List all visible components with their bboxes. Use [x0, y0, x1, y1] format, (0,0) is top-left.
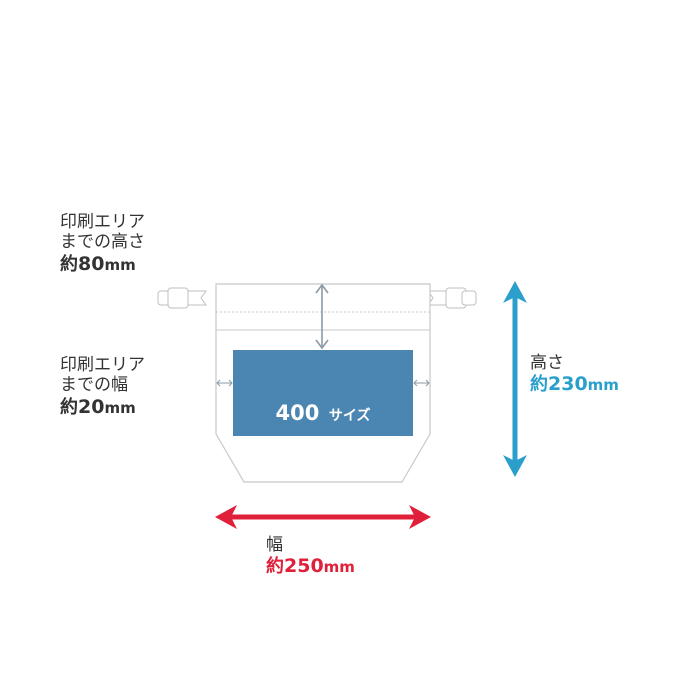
print-width-label-line2: までの幅: [60, 375, 128, 396]
print-height-label-line1: 印刷エリア: [60, 212, 145, 232]
height-label-title: 高さ: [530, 353, 564, 373]
drawstring-right: [427, 287, 477, 309]
width-value: 約250mm: [266, 555, 355, 578]
print-area: [233, 350, 413, 436]
width-label: 幅 約250mm: [266, 535, 355, 578]
print-width-label: 印刷エリア までの幅 約20mm: [60, 355, 145, 419]
print-width-margin-arrow-right: [413, 379, 430, 387]
print-width-label-line1: 印刷エリア: [60, 355, 145, 375]
width-label-title: 幅: [266, 535, 283, 555]
print-width-value: 約20mm: [60, 395, 136, 418]
height-label: 高さ 約230mm: [530, 353, 619, 396]
print-area-size-number: 400: [275, 401, 319, 425]
print-height-value: 約80mm: [60, 252, 136, 275]
print-area-size-suffix: サイズ: [329, 407, 371, 424]
print-area-size-label: 400 サイズ: [275, 401, 370, 425]
print-height-label: 印刷エリア までの高さ 約80mm: [60, 212, 145, 276]
width-arrow: [215, 505, 431, 529]
height-value: 約230mm: [530, 373, 619, 396]
height-arrow: [503, 281, 527, 477]
drawstring-left: [157, 287, 207, 309]
print-width-margin-arrow-left: [216, 379, 233, 387]
print-height-label-line2: までの高さ: [60, 232, 145, 253]
print-height-dimension-arrow: [315, 283, 329, 350]
